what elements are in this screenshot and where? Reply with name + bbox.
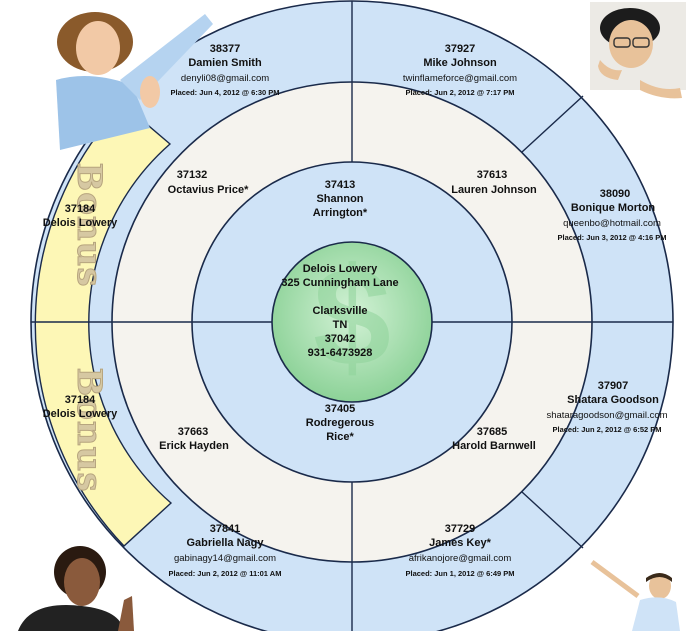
- entry-name: Bonique Morton: [571, 202, 656, 214]
- outer-top-right-entry: 37927 Mike Johnson twinflameforce@gmail.…: [403, 43, 517, 97]
- entry-placed: Placed: Jun 2, 2012 @ 7:17 PM: [405, 88, 514, 97]
- entry-id: 37413: [325, 179, 356, 191]
- person-man-top-right: [590, 2, 686, 99]
- entry-name: Erick Hayden: [159, 440, 229, 452]
- entry-email: queenbo@hotmail.com: [563, 218, 661, 229]
- bonus-bottom-entry: 37184 Delois Lowery: [43, 394, 118, 420]
- entry-email: twinflameforce@gmail.com: [403, 73, 517, 84]
- center-circle: [271, 241, 433, 403]
- bonus-ribbon-bottom: Bonus: [69, 368, 109, 493]
- entry-id: 37405: [325, 403, 356, 415]
- entry-id: 38090: [600, 188, 631, 200]
- outer-bottom-right-entry: 37729 James Key* afrikanojore@gmail.com …: [405, 523, 514, 578]
- entry-id: 37685: [477, 426, 508, 438]
- center-address: 325 Cunningham Lane: [281, 277, 398, 289]
- entry-email: afrikanojore@gmail.com: [409, 553, 512, 564]
- middle-top-right-entry: 37613 Lauren Johnson: [451, 169, 537, 196]
- entry-id: 37927: [445, 43, 476, 55]
- entry-placed: Placed: Jun 4, 2012 @ 6:30 PM: [170, 88, 279, 97]
- entry-name: Delois Lowery: [43, 408, 118, 420]
- entry-name: Shatara Goodson: [567, 394, 659, 406]
- middle-bottom-left-entry: 37663 Erick Hayden: [159, 426, 229, 452]
- entry-name: Octavius Price*: [168, 184, 249, 196]
- entry-placed: Placed: Jun 3, 2012 @ 4:16 PM: [557, 233, 666, 242]
- entry-name: Shannon: [316, 193, 363, 205]
- person-woman-bottom-left: [18, 546, 134, 631]
- entry-name: Mike Johnson: [423, 57, 497, 69]
- entry-id: 37184: [65, 394, 96, 406]
- outer-right-bottom-entry: 37907 Shatara Goodson shataragoodson@gma…: [546, 380, 667, 434]
- entry-name: Damien Smith: [188, 57, 262, 69]
- entry-id: 37663: [178, 426, 209, 438]
- person-woman-top-left: [56, 12, 213, 150]
- entry-id: 37184: [65, 203, 96, 215]
- bonus-wedge: [34, 103, 173, 547]
- inner-bottom-entry: 37405 Rodregerous Rice*: [306, 403, 374, 443]
- entry-id: 37613: [477, 169, 508, 181]
- entry-email: denyli08@gmail.com: [181, 73, 269, 84]
- outer-right-top-entry: 38090 Bonique Morton queenbo@hotmail.com…: [557, 188, 666, 242]
- entry-name: Gabriella Nagy: [186, 537, 264, 549]
- center-zip: 37042: [325, 333, 356, 345]
- entry-id: 37132: [177, 169, 208, 181]
- entry-name: Rodregerous: [306, 417, 374, 429]
- center-phone: 931-6473928: [308, 347, 373, 359]
- bonus-ribbon-top: Bonus: [69, 163, 109, 288]
- middle-top-left-entry: 37132 Octavius Price*: [168, 169, 249, 196]
- entry-placed: Placed: Jun 1, 2012 @ 6:49 PM: [405, 569, 514, 578]
- center-name: Delois Lowery: [303, 263, 378, 275]
- dollar-watermark: $: [313, 238, 391, 395]
- entry-id: 37729: [445, 523, 476, 535]
- bonus-top-entry: 37184 Delois Lowery: [43, 203, 118, 229]
- outer-bottom-left-entry: 37841 Gabriella Nagy gabinagy14@gmail.co…: [169, 523, 282, 578]
- outer-top-left-entry: 38377 Damien Smith denyli08@gmail.com Pl…: [170, 43, 279, 97]
- center-text: Delois Lowery 325 Cunningham Lane Clarks…: [281, 263, 398, 359]
- entry-email: gabinagy14@gmail.com: [174, 553, 276, 564]
- center-state: TN: [333, 319, 348, 331]
- person-man-bottom-right: [590, 559, 680, 631]
- entry-name: Rice*: [326, 431, 354, 443]
- entry-name: Arrington*: [313, 207, 368, 219]
- entry-id: 37841: [210, 523, 241, 535]
- entry-name: James Key*: [429, 537, 491, 549]
- entry-email: shataragoodson@gmail.com: [546, 410, 667, 421]
- entry-name: Delois Lowery: [43, 217, 118, 229]
- inner-top-entry: 37413 Shannon Arrington*: [313, 179, 368, 219]
- entry-placed: Placed: Jun 2, 2012 @ 6:52 PM: [552, 425, 661, 434]
- entry-placed: Placed: Jun 2, 2012 @ 11:01 AM: [169, 569, 282, 578]
- entry-id: 38377: [210, 43, 241, 55]
- divider-lines: [31, 1, 673, 631]
- entry-name: Harold Barnwell: [452, 440, 536, 452]
- entry-id: 37907: [598, 380, 629, 392]
- middle-bottom-right-entry: 37685 Harold Barnwell: [452, 426, 536, 452]
- center-city: Clarksville: [312, 305, 367, 317]
- entry-name: Lauren Johnson: [451, 184, 537, 196]
